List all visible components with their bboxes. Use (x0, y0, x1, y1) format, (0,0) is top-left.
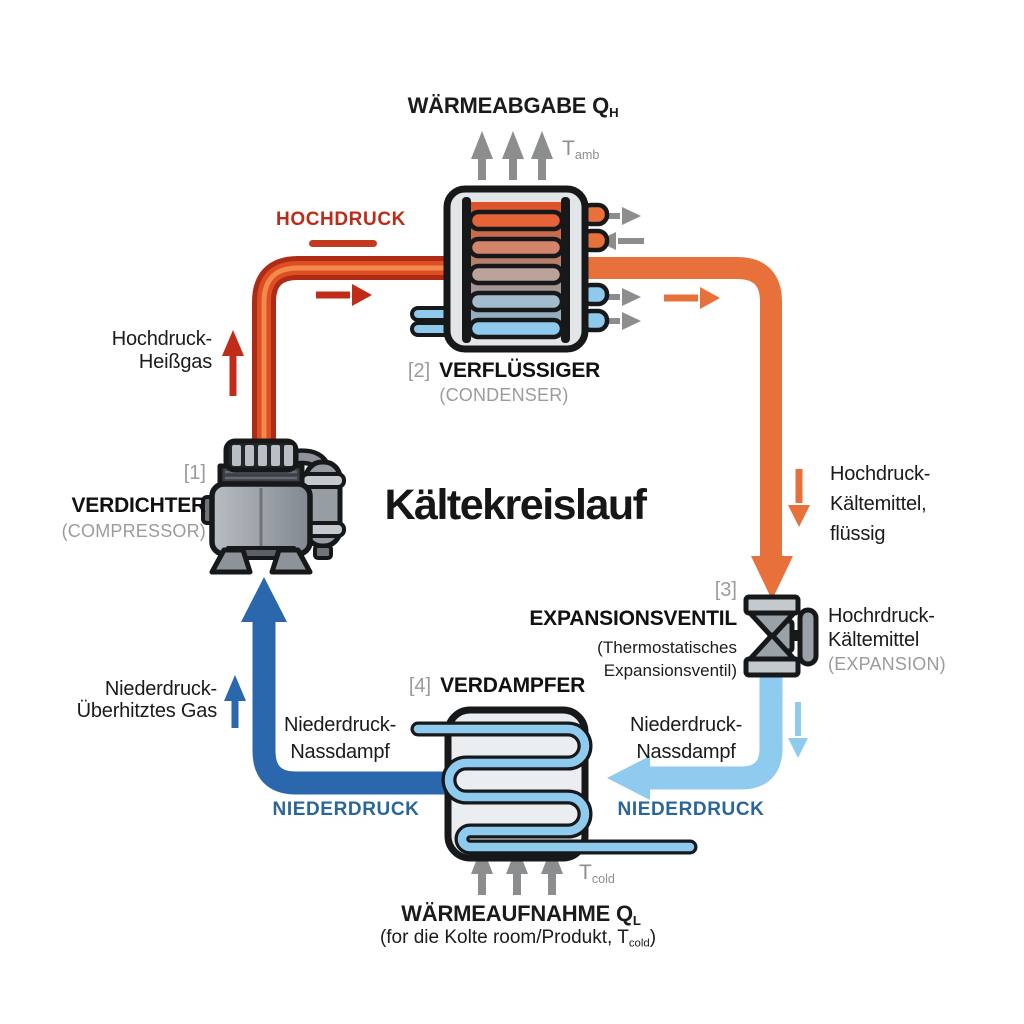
condenser-number: [2] (407, 360, 431, 382)
superheated-line1: Niederdruck- (104, 678, 217, 700)
t-cold-label: Tcold (579, 861, 615, 886)
expansion-valve-icon (743, 594, 819, 678)
hochdruck-underline (309, 240, 377, 247)
wet-vapor-left-line1: Niederdruck- (283, 714, 397, 736)
compressor-icon (201, 438, 346, 575)
expansion-right-label: Hochrdruck- Kältemittel (EXPANSION) (828, 604, 946, 676)
suction-pipe-arrowhead (241, 577, 287, 622)
liquid-label: Hochdruck- Kältemittel, flüssig (830, 459, 930, 549)
heat-absorption-text: WÄRMEAUFNAHME Q (401, 901, 633, 926)
hot-gas-line1: Hochdruck- (111, 328, 212, 350)
liquid-pipe (607, 672, 783, 800)
expansion-valve-number: [3] (714, 579, 737, 601)
heat-out-arrows (471, 131, 553, 180)
low-pressure-left-label: NIEDERDRUCK (272, 799, 420, 820)
heat-absorption-sub: L (632, 912, 641, 928)
heat-absorption-note-post: ) (649, 927, 657, 948)
compressor-name: VERDICHTER (71, 494, 206, 517)
darkblue-up-arrow (224, 675, 246, 728)
t-cold-text: T (579, 861, 592, 884)
orange-right-arrow (664, 287, 720, 309)
diagram-title: Kältekreislauf (384, 481, 647, 529)
hot-gas-label: Hochdruck- Heißgas (30, 328, 212, 374)
evaporator-name: VERDAMPFER (440, 674, 586, 697)
wet-vapor-right-line1: Niederdruck- (629, 714, 743, 736)
expansion-right-line2: Kältemittel (828, 629, 920, 651)
lightblue-down-arrow (788, 702, 808, 758)
condenser-alt-name: (CONDENSER) (439, 385, 569, 405)
condenser-name: VERFLÜSSIGER (439, 359, 601, 382)
evaporator-number: [4] (408, 675, 432, 697)
compressor-alt-name: (COMPRESSOR) (61, 521, 206, 541)
hot-gas-line2: Heißgas (138, 351, 212, 373)
liquid-line1: Hochdruck- (830, 463, 931, 485)
wet-vapor-right-label: Niederdruck- Nassdampf (630, 712, 742, 766)
superheated-line2: Überhitztes Gas (76, 700, 218, 722)
liquid-pipe-arrowhead (607, 756, 650, 800)
heat-absorption-note: (for die Kolte room/Produkt, Tcold) (380, 927, 656, 949)
evaporator-icon (410, 706, 698, 862)
heat-rejection-label: WÄRMEABGABE QH (408, 93, 619, 120)
heat-rejection-text: WÄRMEABGABE Q (407, 93, 610, 118)
expansion-valve-name: EXPANSIONSVENTIL (529, 607, 737, 630)
superheated-gas-label: Niederdruck- Überhitztes Gas (20, 678, 218, 722)
heat-absorption-label: WÄRMEAUFNAHME QL (401, 901, 641, 928)
suction-pipe (241, 577, 460, 795)
liquid-line2: Kältemittel, (830, 493, 927, 515)
expansion-right-line1: Hochrdruck- (828, 605, 935, 627)
wet-vapor-right-line2: Nassdampf (636, 741, 736, 763)
low-pressure-right-label: NIEDERDRUCK (617, 799, 765, 820)
expansion-valve-detail2: Expansionsventil) (603, 661, 737, 680)
compressor-number: [1] (183, 462, 206, 484)
t-cold-sub: cold (591, 871, 615, 886)
hot-pipe-arrowhead (751, 556, 793, 600)
wet-vapor-left-label: Niederdruck- Nassdampf (284, 712, 396, 766)
condenser-label: [2] VERFLÜSSIGER (CONDENSER) (408, 359, 600, 406)
t-ambient-label: Tamb (562, 137, 599, 162)
wet-vapor-left-line2: Nassdampf (290, 741, 390, 763)
t-ambient-text: T (562, 137, 575, 160)
expansion-right-alt: (EXPANSION) (828, 654, 946, 674)
expansion-valve-detail1: (Thermostatisches (597, 638, 737, 657)
high-pressure-label: HOCHDRUCK (276, 209, 406, 230)
compressor-label: [1] VERDICHTER (COMPRESSOR) (30, 462, 207, 542)
liquid-line3: flüssig (830, 523, 886, 545)
heat-absorption-note-pre: (for die Kolte room/Produkt, T (379, 927, 629, 948)
expansion-valve-label: [3] EXPANSIONSVENTIL (Thermostatisches E… (480, 579, 737, 682)
orange-down-arrow (788, 469, 810, 527)
red-up-arrow (222, 330, 244, 396)
condenser-icon (410, 185, 610, 353)
red-right-arrow (316, 284, 372, 306)
evaporator-label: [4] VERDAMPFER (409, 674, 585, 698)
t-ambient-sub: amb (574, 147, 600, 162)
heat-absorption-note-sub: cold (628, 937, 650, 950)
heat-rejection-sub: H (609, 104, 619, 120)
